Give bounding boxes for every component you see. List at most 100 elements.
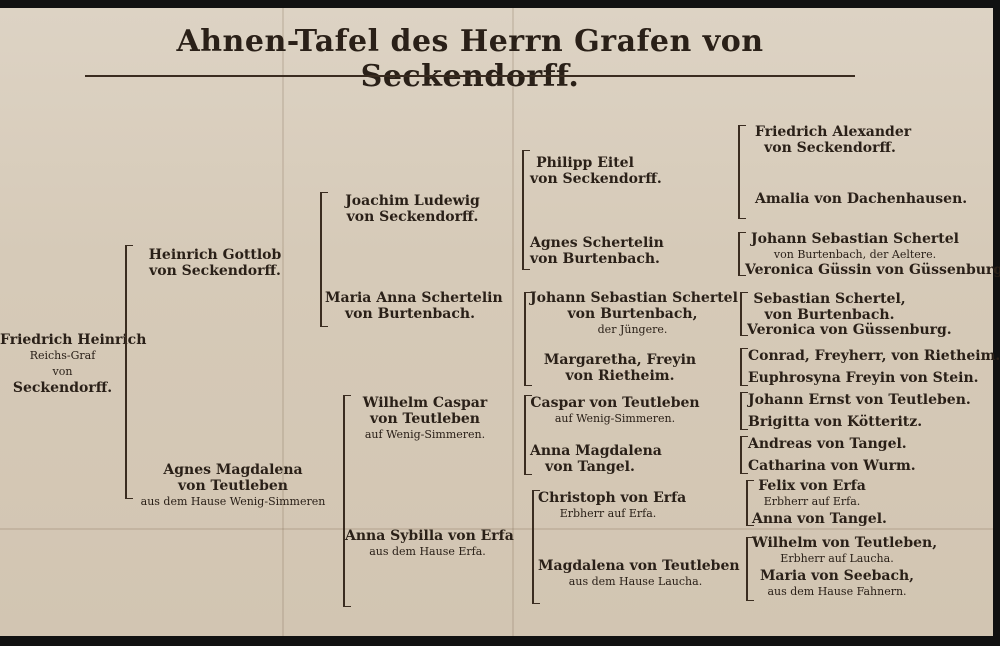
name-line: Veronica Güssin von Güssenburg. [745, 262, 1000, 278]
name-line: von Seckendorff. [764, 140, 896, 156]
document-page [0, 8, 993, 636]
name-line: auf Wenig-Simmeren. [364, 428, 486, 441]
ancestor: Euphrosyna Freyin von Stein. [748, 370, 979, 386]
name-line: von Burtenbach. [764, 307, 895, 323]
name-line: Anna Magdalena [530, 443, 662, 459]
proband: Friedrich Heinrich Reichs-Graf von Secke… [0, 332, 146, 396]
name-line: der Jüngere. [597, 323, 668, 336]
name-line: Euphrosyna Freyin von Stein. [748, 370, 979, 386]
bracket [343, 395, 351, 607]
name-line: Anna Sybilla von Erfa [345, 528, 514, 544]
ancestor: Sebastian Schertel,von Burtenbach. [747, 291, 912, 323]
name-line: von Teutleben [178, 478, 288, 494]
name-line: Philipp Eitel [536, 155, 634, 171]
name-line: aus dem Hause Wenig-Simmeren [140, 495, 326, 508]
fold-line [0, 528, 993, 530]
name-line: Maria Anna Schertelin [325, 290, 503, 306]
name-line: Christoph von Erfa [538, 490, 687, 506]
ancestor: Maria von Seebach,aus dem Hause Fahnern. [752, 568, 922, 600]
bracket [746, 480, 754, 526]
ancestor: Johann Ernst von Teutleben. [748, 392, 971, 408]
ancestor: Amalia von Dachenhausen. [755, 191, 968, 207]
name-line: Brigitta von Kötteritz. [748, 414, 923, 430]
ancestor: Wilhelm von Teutleben,Erbherr auf Laucha… [752, 535, 937, 567]
name-line: aus dem Hause Erfa. [369, 545, 486, 558]
name-line: von Burtenbach. [345, 306, 475, 322]
ancestor: Anna von Tangel. [752, 511, 952, 527]
name-line: aus dem Hause Laucha. [568, 575, 703, 588]
name-line: von Burtenbach. [530, 251, 660, 267]
name-line: von [52, 365, 73, 378]
name-line: Sebastian Schertel, [753, 291, 906, 307]
name-line: Agnes Magdalena [163, 462, 303, 478]
name-line: Erbherr auf Erfa. [763, 495, 861, 508]
name-line: Veronica von Güssenburg. [747, 322, 952, 338]
title-rule [85, 75, 855, 77]
name-line: Margaretha, Freyin [543, 352, 697, 368]
bracket [125, 245, 133, 499]
bracket [522, 150, 530, 270]
ancestor: Veronica Güssin von Güssenburg. [745, 262, 1000, 278]
name-line: Anna von Tangel. [752, 511, 887, 527]
name-line: Friedrich Alexander [755, 124, 912, 140]
father: Heinrich Gottlob von Seckendorff. [140, 247, 290, 279]
bracket [740, 436, 748, 474]
name-line: Conrad, Freyherr, von Rietheim. [748, 348, 1000, 364]
bracket [740, 292, 748, 336]
ancestor: Andreas von Tangel. [748, 436, 968, 452]
bracket [524, 292, 532, 386]
name-line: auf Wenig-Simmeren. [554, 412, 676, 425]
name-line: Heinrich Gottlob [148, 247, 282, 263]
fold-line [512, 8, 514, 636]
bracket [746, 537, 754, 601]
bracket [524, 395, 532, 475]
mother: Agnes Magdalena von Teutleben aus dem Ha… [128, 462, 338, 510]
name-line: von Burtenbach, [567, 306, 698, 322]
name-line: Johann Sebastian Schertel [530, 290, 738, 306]
name-line: Maria von Seebach, [759, 568, 915, 584]
name-line: von Seckendorff. [530, 171, 662, 187]
bracket [320, 192, 328, 327]
name-line: Erbherr auf Laucha. [780, 552, 894, 565]
bracket [532, 490, 540, 604]
name-line: von Tangel. [545, 459, 635, 475]
page-title: Ahnen-Tafel des Herrn Grafen von Seckend… [176, 24, 764, 94]
name-line: aus dem Hause Fahnern. [767, 585, 907, 598]
name-line: Amalia von Dachenhausen. [755, 191, 968, 207]
name-line: Caspar von Teutleben [530, 395, 700, 411]
bracket [740, 348, 748, 386]
name-line: Erbherr auf Erfa. [559, 507, 657, 520]
name-line: von Teutleben [370, 411, 480, 427]
ancestor: Brigitta von Kötteritz. [748, 414, 968, 430]
bracket [740, 392, 748, 430]
ancestor: Catharina von Wurm. [748, 458, 968, 474]
name-line: Johann Ernst von Teutleben. [748, 392, 971, 408]
fold-line [282, 8, 284, 636]
name-line: von Seckendorff. [149, 263, 281, 279]
ancestor: Veronica von Güssenburg. [747, 322, 952, 338]
name-line: Magdalena von Teutleben [538, 558, 740, 574]
name-line: Joachim Ludewig [345, 193, 480, 209]
name-line: von Rietheim. [565, 368, 675, 384]
name-line: Catharina von Wurm. [748, 458, 916, 474]
bracket [738, 125, 746, 219]
ancestor: Conrad, Freyherr, von Rietheim. [748, 348, 1000, 364]
name-line: Andreas von Tangel. [748, 436, 907, 452]
name-line: Wilhelm Caspar [362, 395, 488, 411]
name-line: Agnes Schertelin [530, 235, 664, 251]
